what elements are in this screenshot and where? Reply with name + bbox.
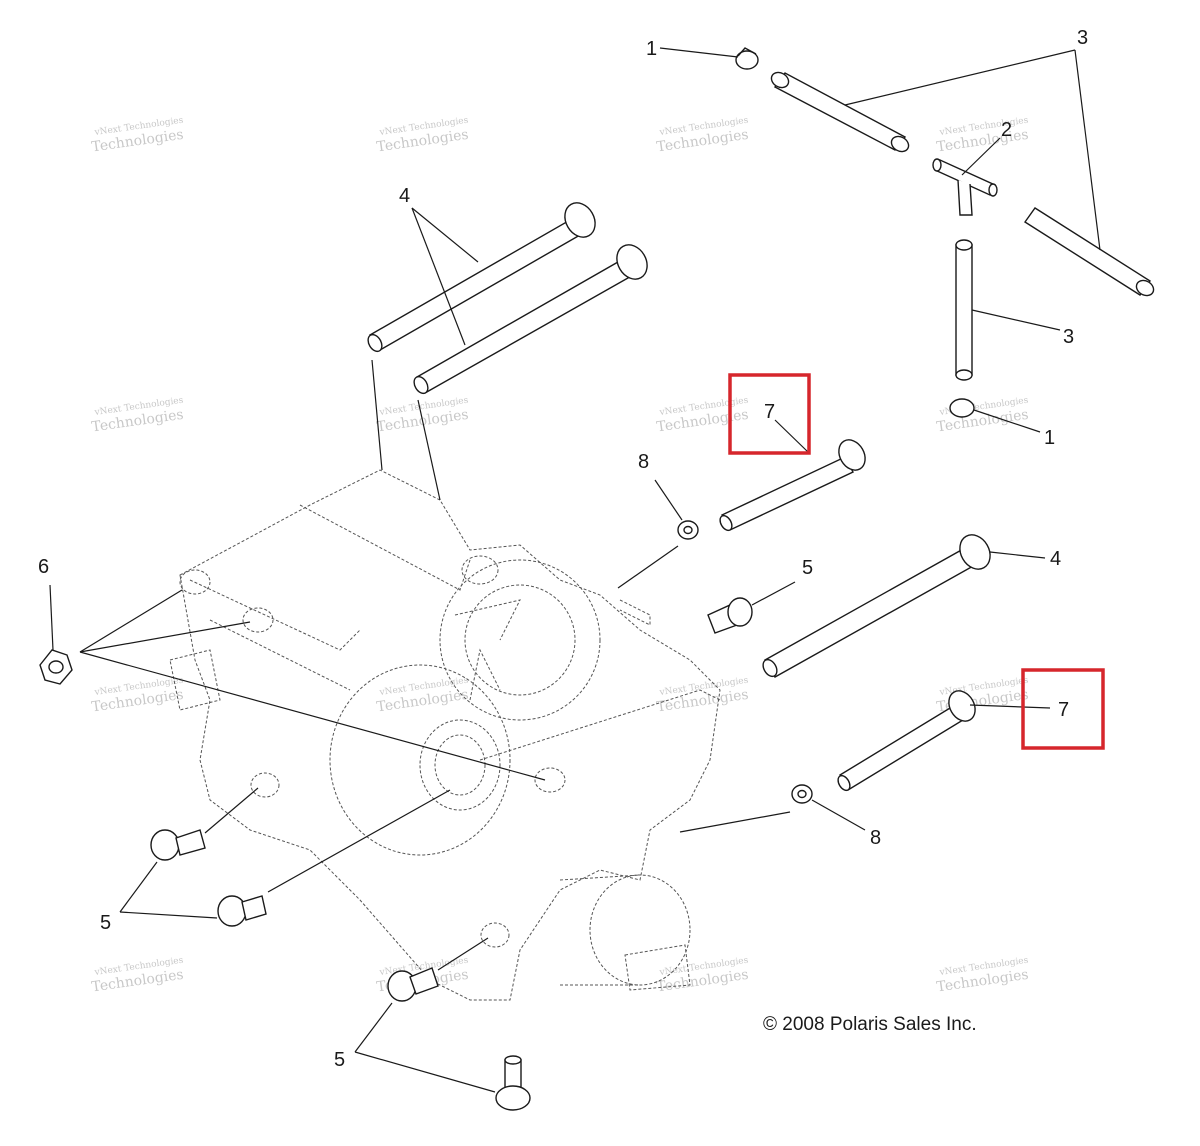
t-fitting-part-2 xyxy=(932,158,998,216)
watermark: vNext Technologies Technologies xyxy=(91,956,185,996)
callout-7-right: 7 xyxy=(1058,699,1069,721)
highlight-boxes xyxy=(728,373,1105,750)
watermark: vNext Technologies Technologies xyxy=(91,396,185,436)
copyright-text: © 2008 Polaris Sales Inc. xyxy=(763,1014,977,1035)
bolt-part-5-center xyxy=(387,967,439,1002)
callout-2: 2 xyxy=(1001,119,1012,141)
bolt-part-7-upper xyxy=(719,439,866,532)
clamp-part-1-top xyxy=(735,47,759,70)
watermark: vNext Technologies Technologies xyxy=(656,676,750,716)
watermark: vNext Technologies Technologies xyxy=(376,676,470,716)
gearcase-housing xyxy=(169,469,721,1001)
hose-part-3 xyxy=(770,71,1155,381)
watermark: vNext Technologies Technologies xyxy=(376,116,470,156)
hose-top xyxy=(770,71,910,153)
washer-part-8-lower xyxy=(791,784,813,804)
callout-5-bottom: 5 xyxy=(334,1049,345,1071)
callout-4-right: 4 xyxy=(1050,548,1061,570)
callout-1-top: 1 xyxy=(646,38,657,60)
bolt-part-4-upper-a xyxy=(367,202,596,353)
watermark: vNext Technologies Technologies xyxy=(656,396,750,436)
watermark-group: vNext Technologies Technologies vNext Te… xyxy=(91,116,1030,996)
highlight-box-7-top xyxy=(728,373,811,455)
callout-3-top: 3 xyxy=(1077,27,1088,49)
hose-right xyxy=(1024,207,1155,297)
watermark: vNext Technologies Technologies xyxy=(936,956,1030,996)
washer-part-8-upper xyxy=(677,520,699,540)
callout-4-top: 4 xyxy=(399,185,410,207)
bolt-part-5-middle xyxy=(707,597,753,634)
clamp-part-1-bottom xyxy=(949,398,975,418)
bolt-part-5-left-lower xyxy=(217,895,267,927)
watermark: vNext Technologies Technologies xyxy=(91,116,185,156)
callout-6: 6 xyxy=(38,556,49,578)
highlight-box-7-right xyxy=(1021,668,1105,750)
callout-8-top: 8 xyxy=(638,451,649,473)
hose-vertical xyxy=(955,239,973,381)
callouts: 1 3 2 3 1 4 7 8 5 4 7 8 6 5 5 xyxy=(38,27,1088,1071)
watermark: vNext Technologies Technologies xyxy=(656,116,750,156)
watermark: vNext Technologies Technologies xyxy=(936,116,1030,156)
bolt-part-4-upper-b xyxy=(413,244,648,395)
callout-8-bottom: 8 xyxy=(870,827,881,849)
callout-1-right: 1 xyxy=(1044,427,1055,449)
callout-7-top: 7 xyxy=(764,401,775,423)
bolt-part-5-left-upper xyxy=(150,829,206,861)
watermark: vNext Technologies Technologies xyxy=(376,396,470,436)
watermark: vNext Technologies Technologies xyxy=(91,676,185,716)
leader-lines xyxy=(49,47,1101,1093)
nut-part-6 xyxy=(39,649,73,685)
callout-5-left: 5 xyxy=(100,912,111,934)
bolt-part-4-right xyxy=(762,534,991,678)
bolt-part-5-bottom xyxy=(495,1055,531,1111)
watermark: vNext Technologies Technologies xyxy=(936,396,1030,436)
callout-5-middle: 5 xyxy=(802,557,813,579)
callout-3-right: 3 xyxy=(1063,326,1074,348)
bolt-part-7-lower xyxy=(837,690,976,792)
